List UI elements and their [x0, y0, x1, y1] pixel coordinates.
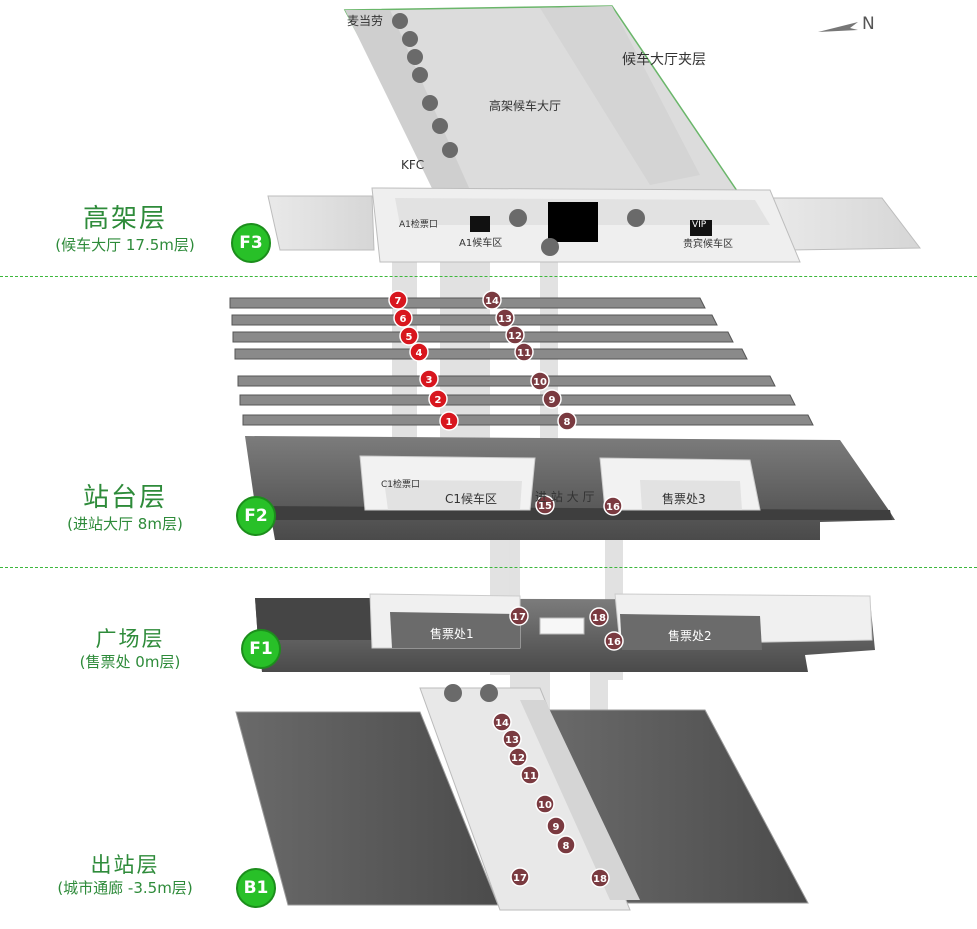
b1-marker-13-label: 13	[505, 735, 519, 746]
f1-marker-17-circle	[509, 606, 529, 626]
floor-title-f1: 广场层 (售票处 0m层)	[30, 626, 230, 672]
b1-marker-10-label: 10	[538, 800, 552, 811]
label-waiting-hall: 高架候车大厅	[489, 99, 562, 113]
b1-marker-12-circle	[508, 747, 528, 767]
platform-marker-brown-9-circle	[542, 389, 562, 409]
f2-marker-15-circle	[535, 495, 555, 515]
platform-marker-brown-13-circle	[495, 308, 515, 328]
label-vip: VIP	[692, 220, 707, 230]
floor-badge-f1: F1	[241, 629, 281, 669]
platform-marker-red-1-circle	[439, 411, 459, 431]
f3-gate-markers	[392, 13, 458, 158]
platform-marker-brown-13-label: 13	[498, 314, 512, 325]
divider-f2-f1	[0, 567, 977, 568]
f2-marker-15-label: 15	[538, 501, 552, 512]
platform-marker-red-5-label: 5	[406, 332, 413, 343]
b1-marker-18-label: 18	[593, 874, 607, 885]
b1-marker-11-label: 11	[523, 771, 537, 782]
platform-marker-red-6-circle	[393, 308, 413, 328]
f2-marker-16-label: 16	[606, 502, 620, 513]
floor-title-f3: 高架层 (候车大厅 17.5m层)	[20, 203, 230, 255]
b1-marker-13-circle	[502, 729, 522, 749]
platform-marker-brown-14-circle	[482, 290, 502, 310]
floor-sub: (售票处 0m层)	[79, 653, 181, 671]
b1-marker-14-label: 14	[495, 718, 509, 729]
platform-marker-red-7-label: 7	[395, 296, 402, 307]
f1-marker-17-label: 17	[512, 612, 526, 623]
platform-marker-brown-12-circle	[505, 325, 525, 345]
platform-marker-brown-12-label: 12	[508, 331, 522, 342]
platform-marker-brown-10-label: 10	[533, 377, 547, 388]
b1-marker-9-circle	[546, 816, 566, 836]
floor-badge-b1: B1	[236, 868, 276, 908]
f2-concourse	[245, 436, 895, 540]
platform-marker-red-3-circle	[419, 369, 439, 389]
label-a1-gate: A1检票口	[399, 220, 438, 230]
b1-marker-17-label: 17	[513, 873, 527, 884]
platform-marker-brown-10-circle	[530, 371, 550, 391]
b1-marker-8-circle	[556, 835, 576, 855]
floor-badge-f3: F3	[231, 223, 271, 263]
platform-marker-brown-9-label: 9	[549, 395, 556, 406]
floor-name: 广场层	[95, 627, 165, 651]
b1-marker-8-label: 8	[563, 841, 570, 852]
floor-badge-f2: F2	[236, 496, 276, 536]
f1-marker-16-circle	[604, 631, 624, 651]
platform-marker-brown-11-circle	[514, 342, 534, 362]
floor-sub: (城市通廊 -3.5m层)	[57, 879, 193, 897]
f1-marker-18-circle	[589, 607, 609, 627]
b1-marker-18-circle	[590, 868, 610, 888]
floor-sub: (候车大厅 17.5m层)	[55, 236, 195, 254]
compass-arrow-icon	[818, 22, 858, 32]
label-mezzanine: 候车大厅夹层	[622, 52, 706, 68]
platform-marker-red-6-label: 6	[400, 314, 407, 325]
platform-marker-red-4-label: 4	[416, 348, 423, 359]
f1-marker-18-label: 18	[592, 613, 606, 624]
floor-sub: (进站大厅 8m层)	[67, 515, 183, 533]
compass-label: N	[862, 14, 875, 34]
label-c1-waiting: C1候车区	[445, 492, 498, 506]
floor-title-b1: 出站层 (城市通廊 -3.5m层)	[20, 852, 230, 898]
label-ticket2: 售票处2	[668, 629, 712, 643]
b1-marker-9-label: 9	[553, 822, 560, 833]
b1-marker-11-circle	[520, 765, 540, 785]
label-entrance-hall: 进 站 大 厅	[535, 490, 595, 504]
label-mcdonalds: 麦当劳	[347, 14, 384, 28]
b1-marker-10-circle	[535, 794, 555, 814]
platform-marker-brown-8-label: 8	[564, 417, 571, 428]
label-kfc: KFC	[401, 158, 425, 172]
f2-platforms	[229, 297, 814, 426]
platform-marker-red-5-circle	[399, 326, 419, 346]
platform-marker-red-3-label: 3	[426, 375, 433, 386]
platform-marker-brown-11-label: 11	[517, 348, 531, 359]
f1-plaza	[255, 593, 875, 672]
divider-f3-f2	[0, 276, 977, 277]
label-vip-room: 贵宾候车区	[683, 239, 733, 250]
b1-marker-12-label: 12	[511, 753, 525, 764]
floor-title-f2: 站台层 (进站大厅 8m层)	[20, 482, 230, 534]
f1-marker-16-label: 16	[607, 637, 621, 648]
floor-name: 站台层	[82, 483, 167, 513]
label-ticket3: 售票处3	[662, 492, 706, 506]
b1-concourse	[235, 684, 809, 911]
f3-mezzanine	[343, 5, 754, 219]
floor-name: 高架层	[82, 204, 167, 234]
platform-marker-brown-14-label: 14	[485, 296, 499, 307]
b1-marker-14-circle	[492, 712, 512, 732]
f2-marker-16-circle	[603, 496, 623, 516]
f3-deck	[267, 187, 921, 263]
b1-marker-17-circle	[510, 867, 530, 887]
label-ticket1: 售票处1	[430, 627, 474, 641]
label-c1-gate: C1检票口	[381, 480, 421, 490]
platform-marker-red-2-label: 2	[435, 395, 442, 406]
platform-marker-red-7-circle	[388, 290, 408, 310]
platform-marker-red-4-circle	[409, 342, 429, 362]
platform-marker-red-2-circle	[428, 389, 448, 409]
label-a1-waiting: A1候车区	[459, 238, 503, 249]
floor-name: 出站层	[90, 853, 160, 877]
platform-marker-brown-8-circle	[557, 411, 577, 431]
platform-marker-red-1-label: 1	[446, 417, 453, 428]
